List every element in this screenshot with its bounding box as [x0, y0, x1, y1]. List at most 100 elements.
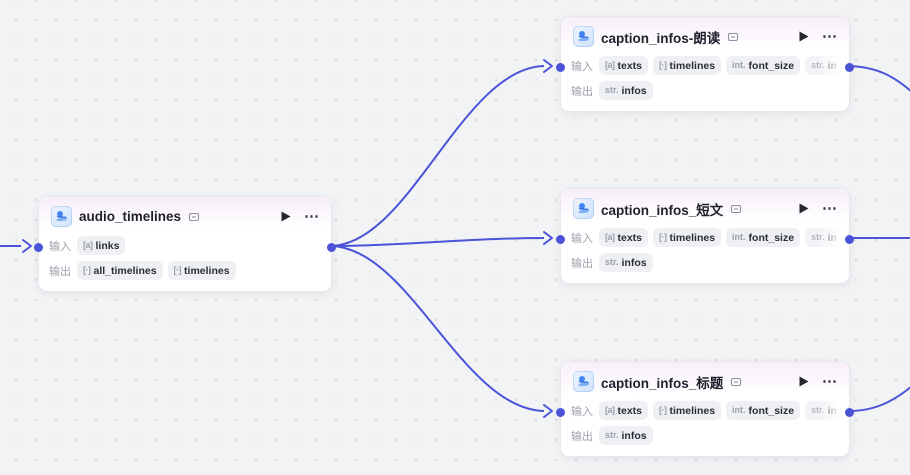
- inputs-label: 输入: [571, 232, 593, 245]
- ellipsis-icon: [822, 29, 837, 44]
- param-pill: timelines: [653, 401, 722, 420]
- array-type-icon: [174, 266, 182, 275]
- node-title: caption_infos-朗读: [601, 30, 721, 46]
- str-type-label: str.: [605, 430, 619, 440]
- edge-biaoti-to-offscreen[interactable]: [848, 386, 910, 412]
- input-port[interactable]: [556, 408, 565, 417]
- param-pill: int.font_size: [726, 401, 801, 420]
- outputs-row: 输出 str.infos: [561, 423, 849, 448]
- code-node-icon: [573, 371, 594, 392]
- node-header: audio_timelines: [39, 197, 331, 233]
- param-pill-truncated: str.in: [805, 401, 843, 420]
- param-pill: timelines: [653, 228, 722, 247]
- more-options-button[interactable]: [822, 29, 837, 44]
- outputs-row: 输出 str.infos: [561, 250, 849, 275]
- node-title: audio_timelines: [79, 209, 182, 224]
- inputs-row: 输入 texts timelines int.font_size str.in: [561, 225, 849, 250]
- edge-audio-timelines-to-duanwen[interactable]: [330, 237, 545, 247]
- outputs-row: 输出 all_timelines timelines: [39, 258, 331, 283]
- array-string-type-icon: [605, 61, 615, 70]
- array-type-icon: [659, 61, 667, 70]
- array-string-type-icon: [605, 406, 615, 415]
- param-pill-truncated: str.in: [805, 56, 843, 75]
- run-node-button[interactable]: [799, 203, 809, 214]
- str-type-label: str.: [811, 232, 825, 242]
- inputs-label: 输入: [571, 60, 593, 73]
- str-type-label: str.: [605, 85, 619, 95]
- output-port[interactable]: [327, 243, 336, 252]
- more-options-button[interactable]: [822, 201, 837, 216]
- arrowhead-icon: [543, 59, 553, 73]
- outputs-label: 输出: [571, 430, 593, 443]
- int-type-label: int.: [732, 60, 746, 70]
- str-type-label: str.: [811, 405, 825, 415]
- code-node-icon: [51, 206, 72, 227]
- node-header: caption_infos_短文: [561, 189, 849, 225]
- node-header: caption_infos-朗读: [561, 17, 849, 53]
- play-icon: [799, 376, 809, 387]
- ellipsis-icon: [822, 374, 837, 389]
- node-caption-infos-langdu[interactable]: caption_infos-朗读 输入 texts timelines int.…: [556, 16, 854, 112]
- outputs-label: 输出: [571, 257, 593, 270]
- node-title: caption_infos_短文: [601, 202, 724, 218]
- node-audio-timelines[interactable]: audio_timelines 输入 links 输出 all_timeline…: [34, 196, 336, 292]
- edge-audio-timelines-to-langdu[interactable]: [330, 65, 545, 247]
- more-options-button[interactable]: [304, 209, 319, 224]
- play-icon: [799, 203, 809, 214]
- param-pill: links: [77, 236, 126, 255]
- input-port[interactable]: [34, 243, 43, 252]
- output-port[interactable]: [845, 63, 854, 72]
- annotation-icon: [730, 376, 742, 388]
- array-string-type-icon: [83, 241, 93, 250]
- array-type-icon: [659, 233, 667, 242]
- param-pill: int.font_size: [726, 228, 801, 247]
- param-pill: texts: [599, 228, 649, 247]
- inputs-row: 输入 texts timelines int.font_size str.in: [561, 53, 849, 78]
- str-type-label: str.: [811, 60, 825, 70]
- arrowhead-icon: [22, 239, 32, 253]
- outputs-label: 输出: [571, 85, 593, 98]
- run-node-button[interactable]: [281, 211, 291, 222]
- run-node-button[interactable]: [799, 376, 809, 387]
- edge-audio-timelines-to-biaoti[interactable]: [330, 245, 545, 412]
- array-type-icon: [659, 406, 667, 415]
- more-options-button[interactable]: [822, 374, 837, 389]
- int-type-label: int.: [732, 405, 746, 415]
- param-pill: str.infos: [599, 81, 653, 100]
- inputs-row: 输入 texts timelines int.font_size str.in: [561, 398, 849, 423]
- arrowhead-icon: [543, 231, 553, 245]
- param-pill: str.infos: [599, 253, 653, 272]
- array-string-type-icon: [605, 233, 615, 242]
- code-node-icon: [573, 198, 594, 219]
- outputs-label: 输出: [49, 265, 71, 278]
- str-type-label: str.: [605, 257, 619, 267]
- play-icon: [281, 211, 291, 222]
- param-pill: timelines: [653, 56, 722, 75]
- node-title: caption_infos_标题: [601, 375, 724, 391]
- annotation-icon: [727, 31, 739, 43]
- code-node-icon: [573, 26, 594, 47]
- node-caption-infos-duanwen[interactable]: caption_infos_短文 输入 texts timelines int.…: [556, 188, 854, 284]
- param-pill: str.infos: [599, 426, 653, 445]
- arrowhead-icon: [543, 404, 553, 418]
- ellipsis-icon: [822, 201, 837, 216]
- input-port[interactable]: [556, 63, 565, 72]
- param-pill: texts: [599, 56, 649, 75]
- output-port[interactable]: [845, 408, 854, 417]
- annotation-icon: [188, 211, 200, 223]
- int-type-label: int.: [732, 232, 746, 242]
- edge-langdu-to-offscreen[interactable]: [848, 65, 910, 92]
- param-pill: texts: [599, 401, 649, 420]
- output-port[interactable]: [845, 235, 854, 244]
- node-header: caption_infos_标题: [561, 362, 849, 398]
- outputs-row: 输出 str.infos: [561, 78, 849, 103]
- param-pill-truncated: str.in: [805, 228, 843, 247]
- param-pill: all_timelines: [77, 261, 163, 280]
- input-port[interactable]: [556, 235, 565, 244]
- param-pill: int.font_size: [726, 56, 801, 75]
- run-node-button[interactable]: [799, 31, 809, 42]
- array-type-icon: [83, 266, 91, 275]
- node-caption-infos-biaoti[interactable]: caption_infos_标题 输入 texts timelines int.…: [556, 361, 854, 457]
